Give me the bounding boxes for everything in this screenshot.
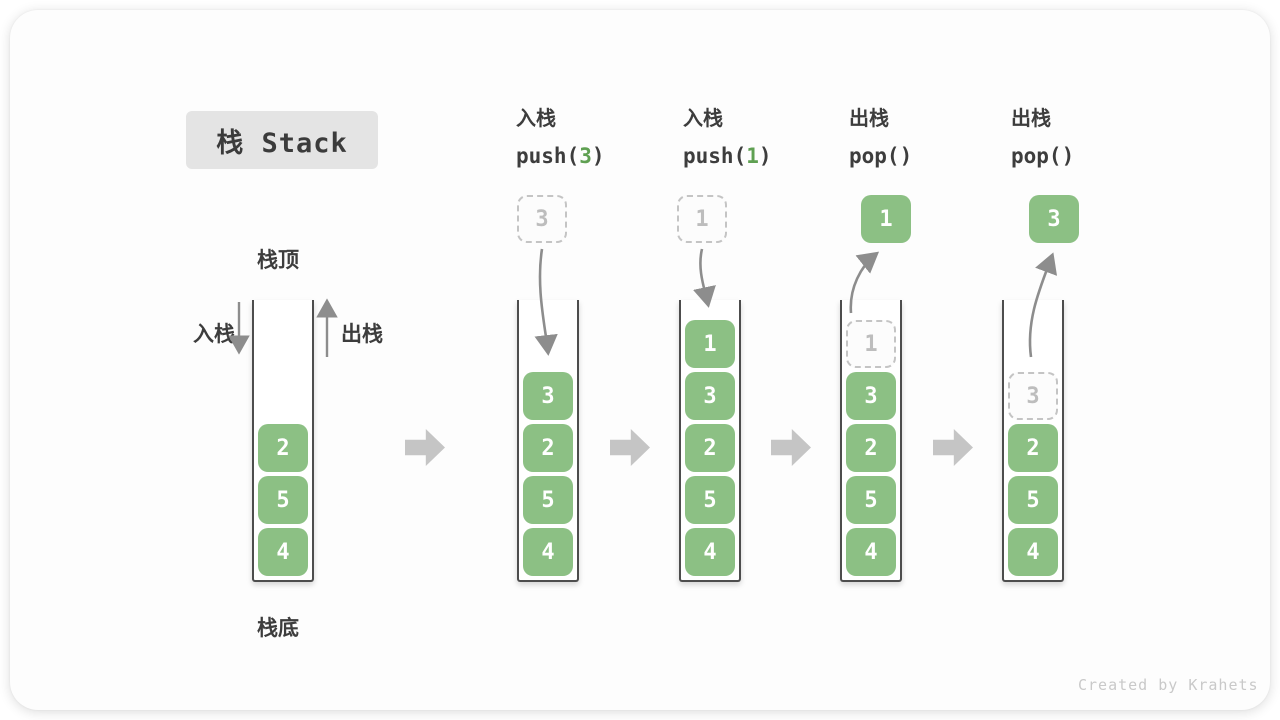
stack-2-cell: 3	[523, 372, 573, 420]
code-arg: 1	[746, 144, 759, 168]
op-label-pop-second: 出栈 pop()	[1011, 106, 1171, 169]
code-pre: push(	[683, 144, 747, 168]
stack-3-cell: 3	[685, 372, 735, 420]
code-suf: )	[758, 144, 772, 168]
stack-1-cell: 5	[258, 476, 308, 524]
code-pre: push(	[516, 144, 580, 168]
floating-cell-popped-1: 1	[861, 195, 911, 243]
op-name: 出栈	[849, 108, 889, 130]
stack-2-cell: 5	[523, 476, 573, 524]
pop-side-label: 出栈	[341, 323, 383, 346]
op-code: pop()	[849, 143, 1009, 169]
op-label-push-3: 入栈 push(3)	[516, 106, 676, 169]
push-side-label: 入栈	[193, 323, 235, 346]
code-pre: pop()	[849, 144, 913, 168]
stack-3-cell: 5	[685, 476, 735, 524]
stack-3-cell: 4	[685, 528, 735, 576]
diagram-title: 栈 Stack	[216, 127, 348, 159]
op-label-pop-first: 出栈 pop()	[849, 106, 1009, 169]
stack-3-cell: 2	[685, 424, 735, 472]
watermark: Created by Krahets	[1078, 676, 1259, 694]
stack-bottom-label: 栈底	[257, 617, 299, 640]
code-pre: pop()	[1011, 144, 1075, 168]
stack-top-label: 栈顶	[257, 249, 299, 272]
op-name: 入栈	[683, 108, 723, 130]
stack-1-cell: 4	[258, 528, 308, 576]
stack-4-cell: 3	[846, 372, 896, 420]
floating-cell-push-3: 3	[517, 195, 567, 243]
stack-2-cell: 2	[523, 424, 573, 472]
op-label-push-1: 入栈 push(1)	[683, 106, 843, 169]
code-suf: )	[591, 144, 605, 168]
stack-5-ghost-cell: 3	[1008, 372, 1058, 420]
stack-3-cell: 1	[685, 320, 735, 368]
stack-1-cell: 2	[258, 424, 308, 472]
stack-2-cell: 4	[523, 528, 573, 576]
stack-5-cell: 2	[1008, 424, 1058, 472]
op-name: 出栈	[1011, 108, 1051, 130]
op-code: push(3)	[516, 143, 676, 169]
stack-5-cell: 4	[1008, 528, 1058, 576]
op-name: 入栈	[516, 108, 556, 130]
code-arg: 3	[579, 144, 592, 168]
floating-cell-push-1: 1	[677, 195, 727, 243]
stack-5-cell: 5	[1008, 476, 1058, 524]
op-code: push(1)	[683, 143, 843, 169]
stack-4-cell: 5	[846, 476, 896, 524]
stack-4-cell: 2	[846, 424, 896, 472]
stack-4-ghost-cell: 1	[846, 320, 896, 368]
op-code: pop()	[1011, 143, 1171, 169]
diagram-title-box: 栈 Stack	[186, 111, 378, 169]
stack-4-cell: 4	[846, 528, 896, 576]
floating-cell-popped-3: 3	[1029, 195, 1079, 243]
